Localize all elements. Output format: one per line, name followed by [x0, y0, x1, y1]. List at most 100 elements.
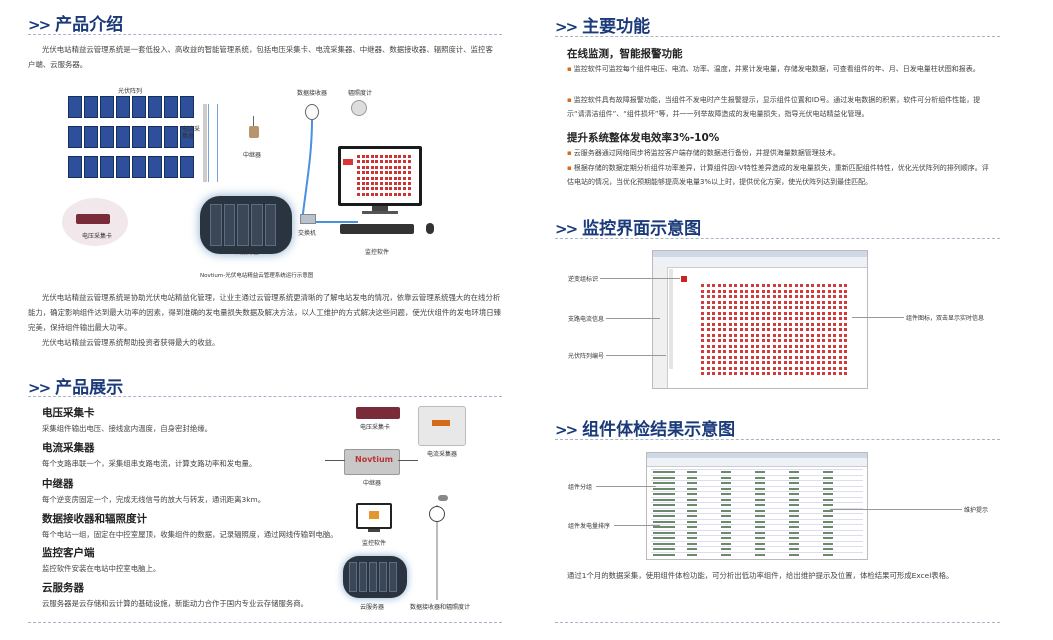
component-icon	[778, 295, 781, 298]
component-icon	[701, 300, 704, 304]
component-icon	[816, 350, 820, 353]
component-icon	[728, 295, 732, 298]
monitor-base	[362, 211, 398, 214]
component-icon	[734, 372, 737, 375]
component-icon	[701, 366, 704, 370]
component-icon	[800, 295, 803, 298]
sheet-cell	[755, 515, 765, 517]
component-icon	[794, 295, 798, 298]
component-icon	[717, 322, 721, 326]
component-icon	[816, 361, 820, 364]
functions-title-text: 主要功能	[582, 17, 651, 37]
component-icon	[739, 311, 743, 315]
sheet-row	[651, 513, 863, 514]
cell-dot	[403, 165, 406, 169]
component-icon	[728, 344, 732, 348]
component-icon	[794, 361, 798, 364]
component-icon	[712, 355, 715, 359]
bullet-dot-icon: ▪	[567, 96, 572, 104]
sheet-cell	[755, 531, 765, 534]
cell-dot	[380, 182, 383, 185]
sheet-cell	[687, 487, 697, 490]
component-icon	[789, 306, 792, 309]
leader-line	[596, 486, 656, 487]
sheet-cell	[755, 476, 765, 479]
sheet-cell	[823, 493, 833, 495]
component-icon	[745, 300, 748, 304]
label-inverter: 逆变组标识	[568, 276, 599, 283]
label-array: 光伏阵列编号	[568, 353, 605, 360]
component-icon	[734, 344, 737, 348]
component-icon	[833, 284, 836, 287]
sheet-cell	[789, 493, 799, 495]
sheet-row	[651, 535, 863, 536]
component-icon	[767, 328, 770, 331]
component-icon	[783, 289, 787, 293]
component-icon	[805, 339, 809, 342]
leader-line	[830, 509, 962, 510]
component-icon	[811, 295, 814, 298]
component-icon	[783, 284, 787, 287]
cell-dot	[357, 192, 360, 196]
component-icon	[739, 344, 743, 348]
component-icon	[772, 355, 776, 359]
cell-dot	[357, 165, 360, 169]
component-icon	[778, 355, 781, 359]
product-name: 电流采集器	[42, 442, 95, 454]
component-icon	[800, 300, 803, 304]
component-icon	[756, 339, 759, 342]
component-icon	[778, 350, 781, 353]
function-bullet-1: ▪监控软件可监控每个组件电压、电流、功率、温度，并累计发电量，存储发电数据，可查…	[567, 62, 995, 76]
component-icon	[778, 339, 781, 342]
cell-dot	[361, 187, 365, 191]
component-icon	[789, 344, 792, 348]
monitor-ui-toolbar	[653, 257, 867, 268]
component-icon	[789, 322, 792, 326]
component-icon	[805, 366, 809, 370]
component-icon	[701, 306, 704, 309]
cell-dot	[403, 171, 406, 175]
component-icon	[811, 284, 814, 287]
component-icon	[745, 289, 748, 293]
component-icon	[717, 300, 721, 304]
component-icon	[706, 328, 710, 331]
cell-dot	[403, 176, 406, 180]
component-icon	[706, 311, 710, 315]
component-icon	[816, 372, 820, 375]
component-icon	[728, 355, 732, 359]
leader-line	[852, 317, 904, 318]
cell-dot	[380, 171, 383, 175]
product-desc: 监控软件安装在电站中控室电脑上。	[42, 564, 161, 573]
cell-dot	[380, 165, 383, 169]
component-icon	[811, 322, 814, 326]
current-collector-label: 电流采集器	[182, 126, 201, 140]
chevron-right-icon: >>	[555, 18, 578, 36]
component-icon	[701, 350, 704, 353]
component-icon	[756, 355, 759, 359]
keyboard	[340, 224, 414, 234]
sheet-cell	[687, 542, 697, 545]
component-icon	[767, 295, 770, 298]
cell-dot	[393, 155, 397, 158]
label-icon: 组件图标，双击显示实时信息	[906, 315, 985, 322]
component-icon	[844, 355, 847, 359]
component-icon	[822, 372, 825, 375]
component-icon	[833, 344, 836, 348]
solar-panel	[148, 126, 162, 148]
cell-dot	[407, 171, 411, 175]
monitor-stand	[372, 206, 388, 212]
sheet-cell	[789, 553, 799, 556]
component-icon	[750, 289, 754, 293]
component-icon	[805, 311, 809, 315]
intro-title-text: 产品介绍	[55, 15, 124, 35]
product-monitor-display	[358, 505, 390, 527]
component-icon	[761, 361, 765, 364]
sheet-row	[651, 469, 863, 470]
component-icon	[800, 328, 803, 331]
sheet-cell	[687, 498, 697, 501]
leader-line	[606, 318, 660, 319]
component-icon	[723, 366, 726, 370]
component-icon	[761, 344, 765, 348]
component-icon	[794, 339, 798, 342]
chevron-right-icon: >>	[555, 421, 578, 439]
